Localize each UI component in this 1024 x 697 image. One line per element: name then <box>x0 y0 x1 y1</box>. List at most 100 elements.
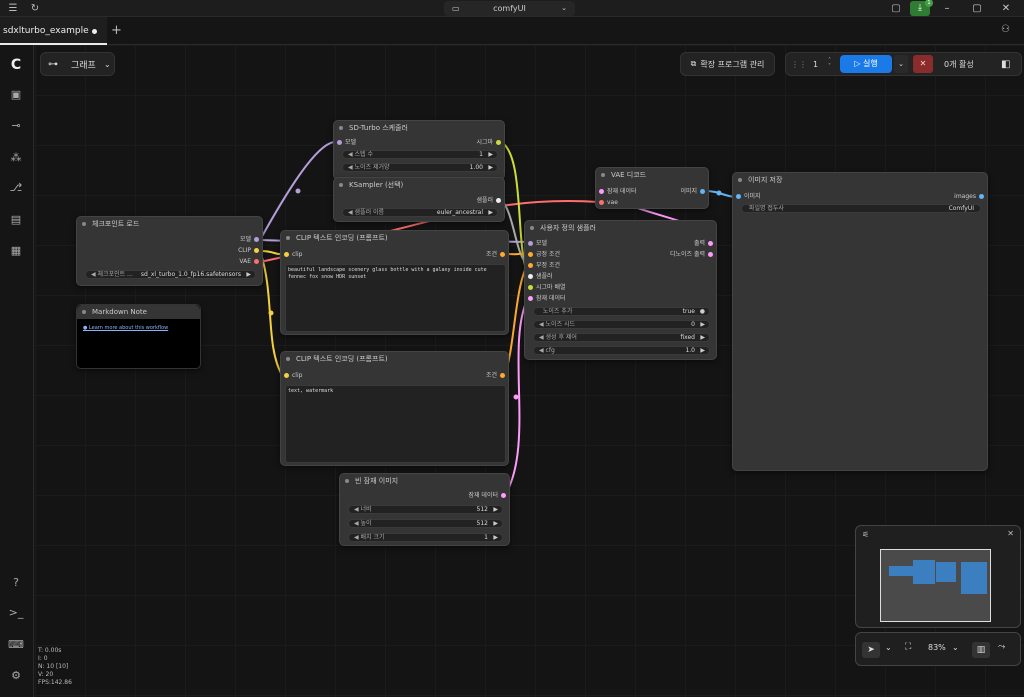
input-negative[interactable]: 부정 조건 <box>525 261 560 270</box>
input-sampler[interactable]: 샘플러 <box>525 272 553 281</box>
panel-toggle-icon[interactable]: ◧ <box>1001 58 1011 70</box>
stat-nodes: N: 10 [10] <box>38 663 69 670</box>
node-vae-decode[interactable]: VAE 디코드 잠재 데이터 vae 이미지 <box>595 167 709 209</box>
fit-view-icon[interactable]: ⛶ <box>905 642 912 652</box>
minimap-settings-icon[interactable]: ⚟ <box>862 530 870 539</box>
window-title-text: comfyUI <box>493 4 526 13</box>
node-clip-positive[interactable]: CLIP 텍스트 인코딩 (프롬프트) clip 조건 beautiful la… <box>280 230 509 335</box>
minimap-close-icon[interactable]: ✕ <box>1007 529 1014 538</box>
markdown-link[interactable]: ● Learn more about this workflow <box>83 325 169 331</box>
output-conditioning[interactable]: 조건 <box>486 371 508 380</box>
output-sampler[interactable]: 샘플러 <box>476 196 504 205</box>
chevron-down-icon[interactable]: ⌄ <box>885 643 892 652</box>
output-clip[interactable]: CLIP <box>238 246 262 255</box>
menu-icon[interactable]: ☰ <box>8 3 18 14</box>
queue-icon[interactable]: ▦ <box>10 244 22 257</box>
node-library-icon[interactable]: ⁂ <box>10 151 22 164</box>
select-tool-button[interactable]: ➤ <box>862 642 880 658</box>
user-icon[interactable]: ⚇ <box>1001 24 1010 35</box>
active-queue-button[interactable]: 0개 활성 <box>944 59 974 69</box>
run-options-dropdown[interactable]: ⌄ <box>894 55 908 73</box>
input-model[interactable]: 모델 <box>525 239 547 248</box>
map-toggle-icon[interactable]: ▥ <box>972 642 990 658</box>
drag-handle-icon[interactable]: ⋮⋮ <box>791 59 807 69</box>
output-conditioning[interactable]: 조건 <box>486 250 508 259</box>
input-latent[interactable]: 잠재 데이터 <box>525 294 566 303</box>
close-window-button[interactable]: ✕ <box>1001 3 1011 14</box>
graph-menu-button[interactable]: ⊶ 그래프 ⌄ <box>40 52 115 76</box>
feedback-icon[interactable]: ▢ <box>891 3 901 14</box>
output-denoised[interactable]: 디노이즈 출력 <box>670 250 716 259</box>
new-tab-button[interactable]: + <box>111 23 122 38</box>
link-reroute-dot <box>513 394 519 400</box>
output-output[interactable]: 출력 <box>694 239 716 248</box>
input-latent[interactable]: 잠재 데이터 <box>596 187 637 196</box>
node-title: SD-Turbo 스케줄러 <box>334 121 504 135</box>
node-clip-negative[interactable]: CLIP 텍스트 인코딩 (프롬프트) clip 조건 text, waterm… <box>280 351 509 466</box>
zoom-level[interactable]: 83% <box>928 643 946 652</box>
output-image[interactable]: 이미지 <box>680 187 708 196</box>
minimize-button[interactable]: – <box>944 3 950 14</box>
node-markdown-note[interactable]: Markdown Note ● Learn more about this wo… <box>76 304 201 369</box>
input-vae[interactable]: vae <box>596 198 618 207</box>
chevron-down-icon[interactable]: ⌄ <box>952 643 959 652</box>
comfy-logo-icon[interactable]: C <box>10 57 22 73</box>
input-images[interactable]: 이미지 <box>733 192 761 201</box>
maximize-button[interactable]: ▢ <box>972 3 982 14</box>
prompt-textarea[interactable]: text, watermark <box>285 385 506 463</box>
checkpoint-widget[interactable]: ◀ 체크포인트 ...sd_xl_turbo_1.0_fp16.safetens… <box>85 270 256 279</box>
download-button[interactable]: ⤓ 1 <box>910 0 933 16</box>
graph-canvas[interactable]: ⊶ 그래프 ⌄ ⧉ 확장 프로그램 관리 ⋮⋮ 1 ˄˅ ▷ 실행 ⌄ ✕ 0개… <box>35 45 1024 697</box>
output-images[interactable]: images <box>954 192 987 201</box>
node-custom-sampler[interactable]: 사용자 정의 샘플러 모델 긍정 조건 부정 조건 샘플러 시그마 배열 잠재 … <box>524 220 717 360</box>
extensions-button[interactable]: ⧉ 확장 프로그램 관리 <box>680 52 775 76</box>
window-title[interactable]: ▭ comfyUI ⌄ <box>444 1 575 16</box>
refresh-icon[interactable]: ↻ <box>30 3 40 14</box>
settings-gear-icon[interactable]: ⚙ <box>11 669 21 682</box>
link-latent-in <box>504 297 529 496</box>
cancel-run-button[interactable]: ✕ <box>913 55 933 73</box>
input-clip[interactable]: clip <box>281 371 302 380</box>
minimap-viewport[interactable] <box>880 549 991 622</box>
queue-stepper[interactable]: ˄˅ <box>828 57 831 70</box>
input-sigmas[interactable]: 시그마 배열 <box>525 283 566 292</box>
prompt-textarea[interactable]: beautiful landscape scenery glass bottle… <box>285 264 506 332</box>
output-model[interactable]: 모델 <box>240 235 262 244</box>
node-checkpoint-loader[interactable]: 체크포인트 로드 모델 CLIP VAE ◀ 체크포인트 ...sd_xl_tu… <box>76 216 263 286</box>
input-positive[interactable]: 긍정 조건 <box>525 250 560 259</box>
minimap-panel[interactable]: ⚟ ✕ <box>855 525 1021 628</box>
images-icon[interactable]: ▣ <box>10 88 22 101</box>
output-latent[interactable]: 잠재 데이터 <box>468 491 509 500</box>
tab-bar: sdxlturbo_example + ⚇ <box>0 17 1024 45</box>
templates-icon[interactable]: ▤ <box>10 213 22 226</box>
help-icon[interactable]: ? <box>13 576 19 589</box>
output-sigmas[interactable]: 시그마 <box>476 138 504 147</box>
queue-count-input[interactable]: 1 <box>813 59 819 69</box>
link-visibility-icon[interactable]: ⤳ <box>998 642 1006 652</box>
output-vae[interactable]: VAE <box>239 257 262 266</box>
terminal-icon[interactable]: >_ <box>8 606 24 619</box>
tab-workflow[interactable]: sdxlturbo_example <box>0 17 107 45</box>
keyboard-icon[interactable]: ⌨ <box>8 638 24 651</box>
workflows-icon[interactable]: ⎇ <box>9 181 23 194</box>
model-library-icon[interactable]: ⊸ <box>11 119 21 132</box>
input-model[interactable]: 모델 <box>334 138 356 147</box>
run-button[interactable]: ▷ 실행 <box>840 55 892 73</box>
download-icon: ⤓ <box>918 3 922 13</box>
input-clip[interactable]: clip <box>281 250 302 259</box>
